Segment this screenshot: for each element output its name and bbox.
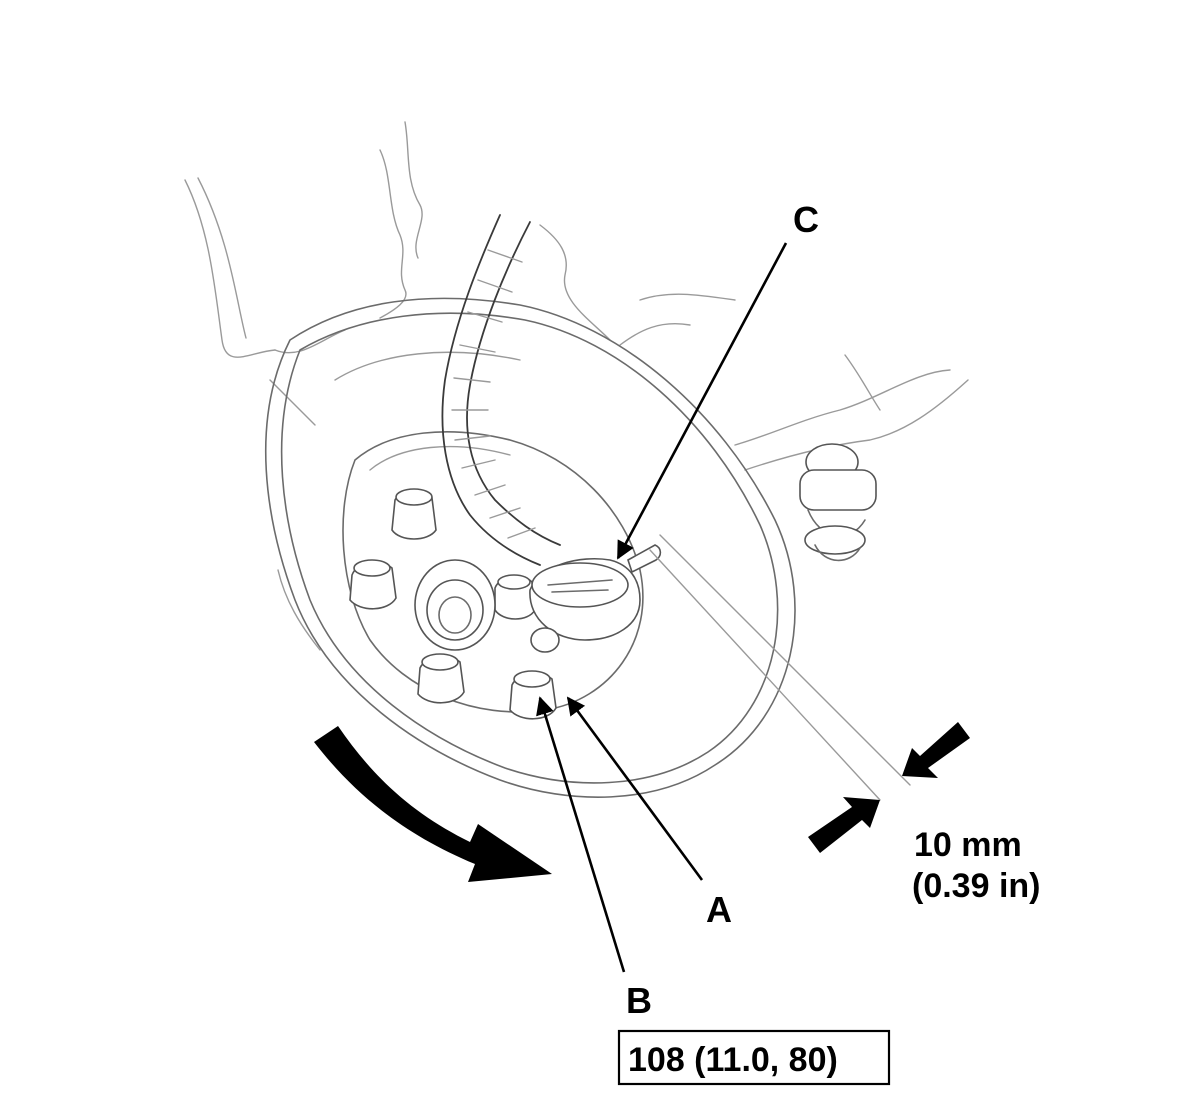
torque-spec: 108 (11.0, 80) bbox=[628, 1041, 838, 1079]
torque-spec-box bbox=[617, 1029, 891, 1086]
label-c: C bbox=[793, 199, 819, 240]
leader-b bbox=[536, 696, 626, 973]
ball-joint bbox=[799, 443, 877, 562]
rotation-arrow bbox=[314, 726, 552, 882]
suspension-line-art bbox=[184, 121, 969, 471]
axle-hub-center bbox=[414, 559, 496, 651]
dimension-imperial: (0.39 in) bbox=[912, 867, 1040, 905]
leader-a bbox=[566, 696, 704, 881]
sensor-wire bbox=[441, 214, 561, 566]
brake-rotor bbox=[264, 297, 796, 799]
lug-nut-lower-right bbox=[509, 670, 557, 720]
lug-nut-upper-left bbox=[391, 488, 437, 540]
lug-nut-left bbox=[349, 559, 397, 610]
dial-indicator bbox=[529, 544, 662, 653]
label-b: B bbox=[626, 980, 652, 1021]
dimension-metric: 10 mm bbox=[914, 826, 1022, 864]
dimension-arrow-lower bbox=[808, 797, 880, 853]
dimension-extension-lines bbox=[649, 534, 911, 801]
dimension-arrow-upper bbox=[902, 722, 970, 778]
leader-c bbox=[616, 242, 788, 560]
lug-nut-lower-left bbox=[417, 653, 465, 704]
lug-nut-right bbox=[494, 574, 536, 620]
label-a: A bbox=[706, 889, 732, 930]
